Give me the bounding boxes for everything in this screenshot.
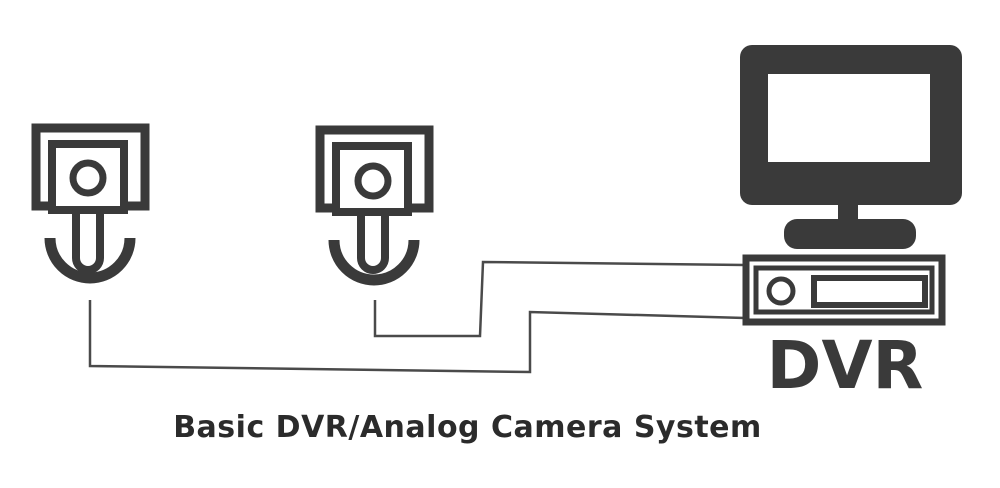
dvr-display-slot xyxy=(811,275,928,308)
cable-camera-2-to-dvr xyxy=(373,260,746,338)
camera-mount-arc xyxy=(44,237,136,284)
dvr-recorder-icon xyxy=(742,254,946,326)
cable-camera-1-to-dvr xyxy=(88,300,746,374)
monitor-icon xyxy=(740,45,962,249)
dvr-power-knob xyxy=(766,276,796,306)
cables xyxy=(88,260,746,374)
camera-lens xyxy=(69,159,107,197)
camera-icon xyxy=(315,125,434,286)
camera-mount-stem xyxy=(357,215,389,274)
diagram-caption: Basic DVR/Analog Camera System xyxy=(173,410,762,445)
camera-mount-arc xyxy=(328,239,420,286)
camera-inner-frame xyxy=(332,142,412,216)
camera-mount-stem xyxy=(72,213,104,274)
monitor-base xyxy=(784,219,916,249)
monitor-screen xyxy=(768,74,930,162)
dvr-inner-panel xyxy=(753,265,935,315)
dvr-outer-case xyxy=(742,254,946,326)
monitor-neck xyxy=(838,200,858,224)
dvr-label: DVR xyxy=(767,327,924,404)
camera-icon xyxy=(31,123,150,284)
camera-lens xyxy=(354,162,392,200)
camera-inner-frame xyxy=(48,140,128,214)
